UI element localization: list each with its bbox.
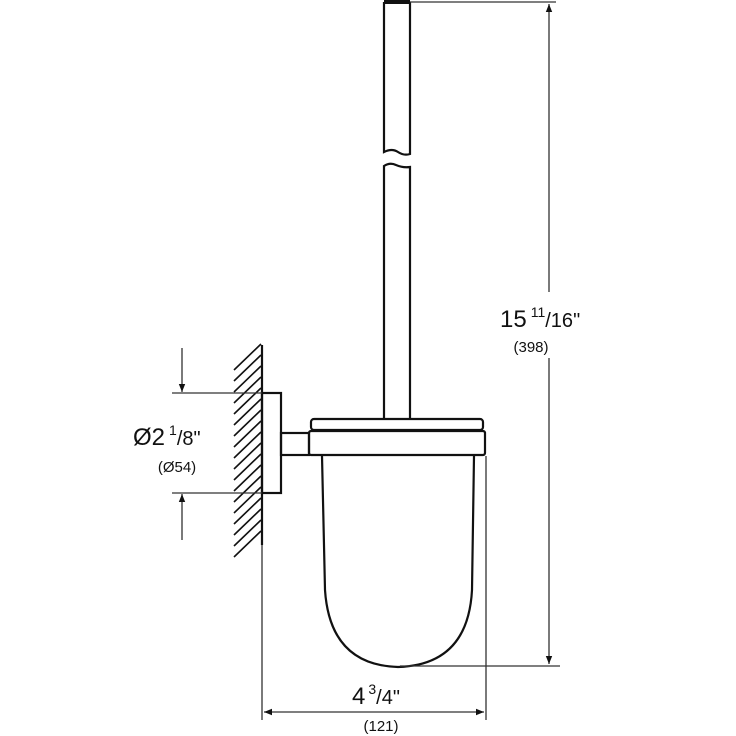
holder-arm (279, 431, 311, 457)
hatch-stroke (233, 475, 262, 503)
hatch-stroke (233, 508, 262, 536)
hatch-stroke (233, 365, 262, 393)
hatch-stroke (233, 486, 262, 514)
height-metric: (398) (513, 339, 548, 356)
hatch-stroke (233, 376, 262, 404)
hatch-stroke (233, 497, 262, 525)
hatch-stroke (233, 464, 262, 492)
hatch-stroke (233, 453, 262, 481)
hatch-stroke (233, 398, 262, 426)
hatch-stroke (233, 431, 262, 459)
wall-hatching (233, 343, 264, 558)
hatch-stroke (233, 530, 262, 558)
hatch-stroke (233, 387, 262, 415)
rosette-diameter-metric: (Ø54) (158, 459, 196, 476)
brush-cup (307, 417, 487, 669)
hatch-stroke (233, 420, 262, 448)
hatch-stroke (233, 519, 262, 547)
hatch-stroke (233, 343, 262, 371)
width-metric: (121) (363, 718, 398, 735)
wall-rosette (260, 391, 283, 495)
hatch-stroke (233, 442, 262, 470)
hatch-stroke (233, 409, 262, 437)
hatch-stroke (233, 354, 262, 382)
brush-handle (382, 0, 412, 418)
